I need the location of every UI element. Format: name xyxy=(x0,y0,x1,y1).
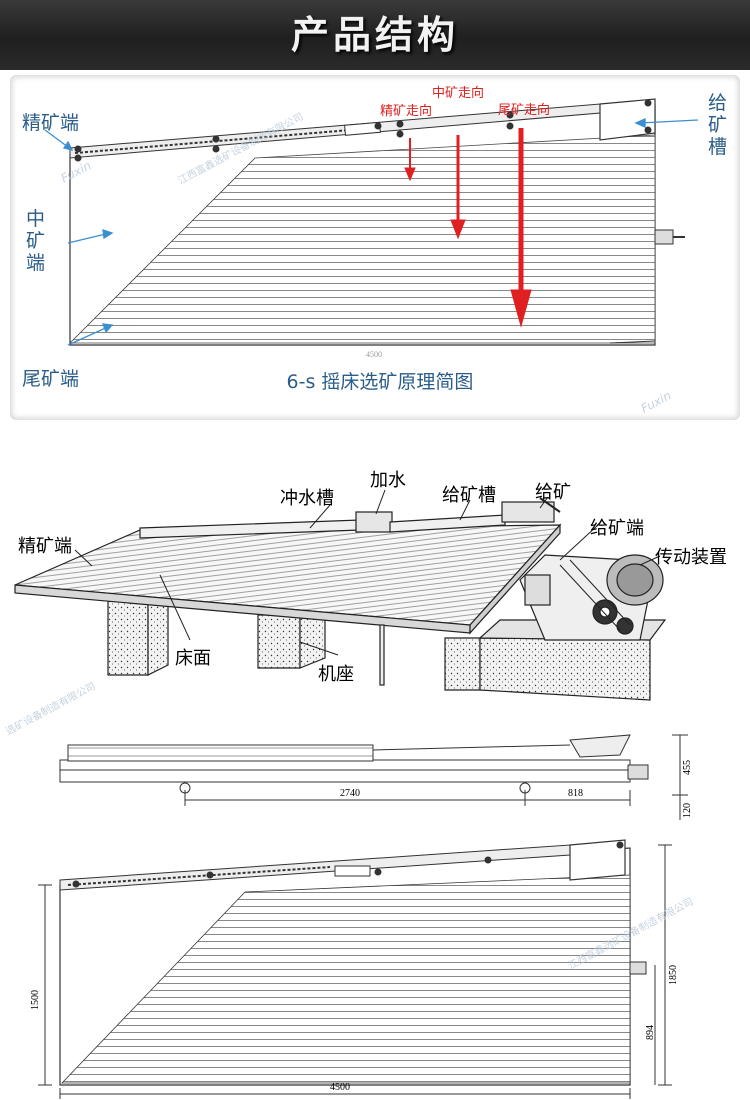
concentrate-flow-label: 精矿走向 xyxy=(380,104,433,119)
drive-unit-label: 传动装置 xyxy=(655,547,727,568)
figure2-machine xyxy=(14,497,667,701)
feed-chute-label: 给矿槽 xyxy=(708,92,728,158)
dim-455: 455 xyxy=(682,760,693,775)
feed-label: 给矿 xyxy=(535,482,571,503)
base-label: 机座 xyxy=(318,664,354,685)
middling-flow-arrow xyxy=(450,219,466,240)
feed-chute-label-2: 给矿槽 xyxy=(442,485,496,506)
figure1-flow-arrows xyxy=(404,128,532,328)
dim-894: 894 xyxy=(645,1025,656,1040)
concentrate-end-label-2: 精矿端 xyxy=(18,536,72,557)
concentrate-end-label: 精矿端 xyxy=(22,112,80,134)
flush-trough-label: 冲水槽 xyxy=(280,488,334,509)
header-banner xyxy=(0,0,750,70)
dim-120: 120 xyxy=(682,803,693,818)
concentrate-flow-arrow xyxy=(404,167,416,182)
page-title: 产品结构 xyxy=(290,13,459,57)
deck-label: 床面 xyxy=(175,648,211,669)
dim-4500: 4500 xyxy=(330,1082,350,1093)
figure3-side-view xyxy=(59,734,688,820)
tailing-flow-label: 尾矿走向 xyxy=(498,103,551,118)
figure1-pointers xyxy=(44,117,699,346)
dim-1850: 1850 xyxy=(668,965,679,985)
dim-1500: 1500 xyxy=(30,990,41,1010)
dim-2740: 2740 xyxy=(340,788,360,799)
figure1-dim-hint: 4500 xyxy=(366,350,382,359)
tailing-end-label: 尾矿端 xyxy=(22,368,80,390)
middling-flow-label: 中矿走向 xyxy=(432,86,485,101)
figure4-plan-view xyxy=(38,839,672,1099)
figure1-caption: 6-s 摇床选矿原理简图 xyxy=(286,371,474,393)
tailing-flow-arrow xyxy=(510,289,532,328)
feed-end-label: 给矿端 xyxy=(590,518,644,539)
dim-818: 818 xyxy=(568,788,583,799)
middling-end-label: 中矿端 xyxy=(26,208,46,274)
figure1-table xyxy=(69,98,685,346)
figure2-leader-lines xyxy=(74,489,661,656)
add-water-label: 加水 xyxy=(370,470,406,491)
